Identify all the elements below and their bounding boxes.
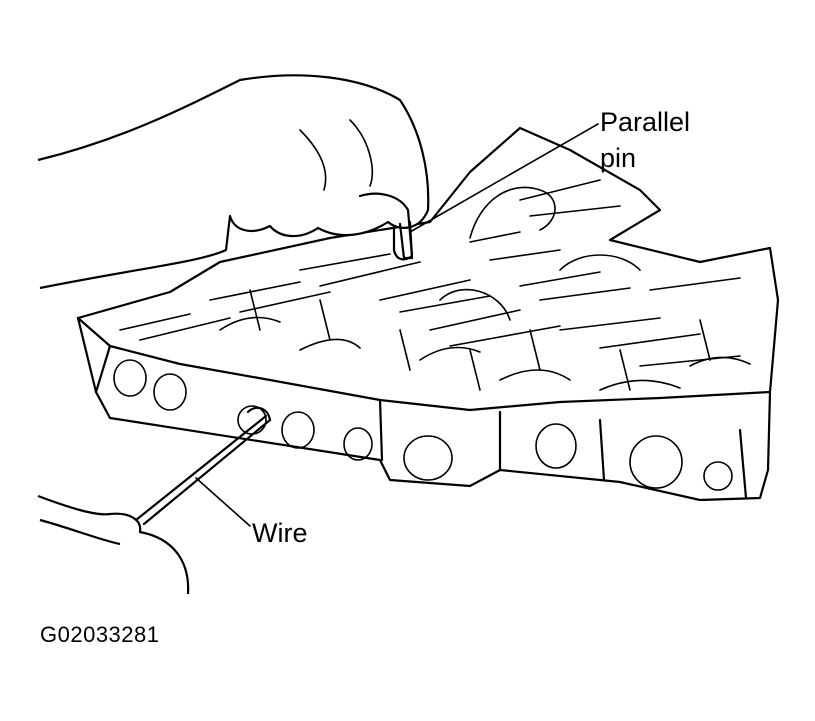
parallel-pin-label-line2: pin [600,143,637,173]
parallel-pin-leader [409,123,599,233]
parallel-pin [398,220,414,260]
wire-leader [195,477,251,527]
valve-body [76,126,780,502]
parallel-pin-label-line1: Parallel [600,107,691,137]
lower-hand [37,494,190,595]
wire [134,406,272,526]
wire-label: Wire [252,518,308,548]
figure-id: G02033281 [40,622,160,647]
upper-hand [37,74,430,290]
